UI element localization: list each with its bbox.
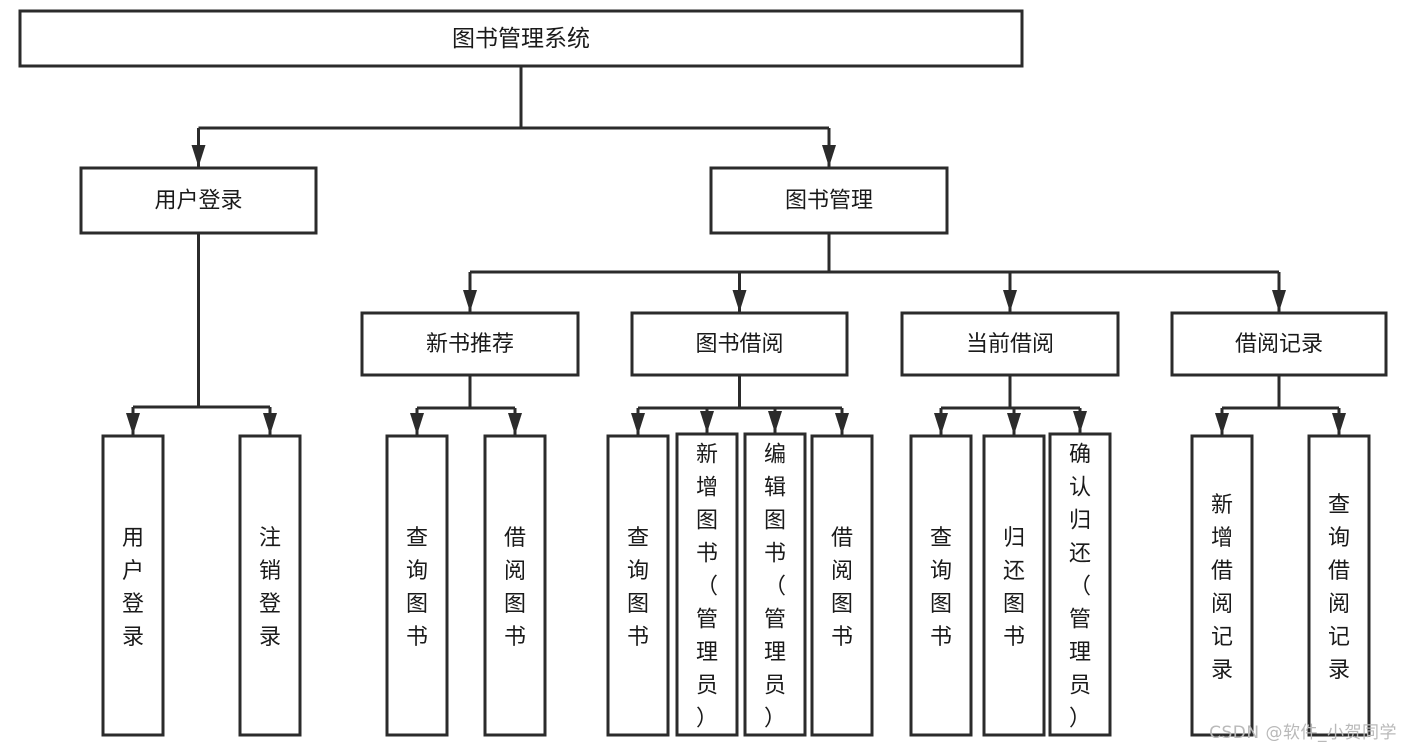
leaf-label: 新增借阅记录 bbox=[1211, 493, 1233, 683]
node-label: 新书推荐 bbox=[426, 332, 514, 357]
arrow-head-icon bbox=[1215, 413, 1229, 435]
arrow-head-icon bbox=[463, 290, 477, 312]
node-current-borrow[interactable]: 当前借阅 bbox=[900, 311, 1120, 377]
leaf-label: 确认归还（管理员） bbox=[1069, 443, 1091, 732]
node-label: 图书管理系统 bbox=[452, 26, 590, 52]
arrow-head-icon bbox=[1073, 411, 1087, 433]
arrow-head-icon bbox=[126, 413, 140, 435]
leaf-leaf-add-book[interactable]: 新增图书（管理员） bbox=[675, 432, 739, 737]
arrow-head-icon bbox=[822, 145, 836, 167]
leaf-label: 归还图书 bbox=[1003, 526, 1025, 650]
leaf-leaf-return-book[interactable]: 归还图书 bbox=[982, 434, 1046, 737]
leaf-leaf-logout[interactable]: 注销登录 bbox=[238, 434, 302, 737]
arrow-head-icon bbox=[1007, 413, 1021, 435]
arrow-head-icon bbox=[934, 413, 948, 435]
leaf-leaf-query-book-1[interactable]: 查询图书 bbox=[385, 434, 449, 737]
connector-layer bbox=[126, 66, 1346, 435]
leaf-leaf-query-record[interactable]: 查询借阅记录 bbox=[1307, 434, 1371, 737]
arrow-head-icon bbox=[263, 413, 277, 435]
leaf-leaf-edit-book[interactable]: 编辑图书（管理员） bbox=[743, 432, 807, 737]
node-book-manage[interactable]: 图书管理 bbox=[709, 166, 949, 235]
node-book-borrow[interactable]: 图书借阅 bbox=[630, 311, 849, 377]
node-label: 当前借阅 bbox=[966, 332, 1054, 357]
leaf-leaf-add-record[interactable]: 新增借阅记录 bbox=[1190, 434, 1254, 737]
node-user-login[interactable]: 用户登录 bbox=[79, 166, 318, 235]
leaf-leaf-borrow-book-1[interactable]: 借阅图书 bbox=[483, 434, 547, 737]
leaf-leaf-user-login[interactable]: 用户登录 bbox=[101, 434, 165, 737]
arrow-head-icon bbox=[1003, 290, 1017, 312]
node-root[interactable]: 图书管理系统 bbox=[18, 9, 1024, 68]
leaf-leaf-confirm-return[interactable]: 确认归还（管理员） bbox=[1048, 432, 1112, 737]
node-borrow-record[interactable]: 借阅记录 bbox=[1170, 311, 1388, 377]
arrow-head-icon bbox=[1272, 290, 1286, 312]
arrow-head-icon bbox=[835, 413, 849, 435]
arrow-head-icon bbox=[700, 411, 714, 433]
leaf-label: 新增图书（管理员） bbox=[696, 443, 718, 732]
arrow-head-icon bbox=[1332, 413, 1346, 435]
leaf-label: 查询图书 bbox=[406, 526, 428, 650]
leaf-leaf-borrow-book-2[interactable]: 借阅图书 bbox=[810, 434, 874, 737]
arrow-head-icon bbox=[508, 413, 522, 435]
node-new-book-rec[interactable]: 新书推荐 bbox=[360, 311, 580, 377]
leaf-label: 编辑图书（管理员） bbox=[764, 443, 786, 732]
leaf-label: 注销登录 bbox=[259, 526, 281, 650]
node-label: 用户登录 bbox=[154, 189, 242, 214]
leaf-leaf-query-book-3[interactable]: 查询图书 bbox=[909, 434, 973, 737]
leaf-leaf-query-book-2[interactable]: 查询图书 bbox=[606, 434, 670, 737]
arrow-head-icon bbox=[631, 413, 645, 435]
leaf-label: 查询图书 bbox=[930, 526, 952, 650]
node-label: 借阅记录 bbox=[1235, 332, 1323, 357]
arrow-head-icon bbox=[191, 145, 206, 167]
arrow-head-icon bbox=[732, 290, 747, 312]
leaf-label: 借阅图书 bbox=[831, 526, 853, 650]
leaf-label: 借阅图书 bbox=[504, 526, 526, 650]
node-label: 图书管理 bbox=[785, 189, 873, 214]
leaf-label: 查询借阅记录 bbox=[1328, 493, 1350, 683]
node-layer: 图书管理系统用户登录图书管理新书推荐图书借阅当前借阅借阅记录用户登录注销登录查询… bbox=[18, 9, 1388, 737]
leaf-label: 用户登录 bbox=[122, 526, 144, 650]
arrow-head-icon bbox=[768, 411, 782, 433]
leaf-label: 查询图书 bbox=[627, 526, 649, 650]
arrow-head-icon bbox=[410, 413, 424, 435]
node-label: 图书借阅 bbox=[695, 332, 783, 357]
